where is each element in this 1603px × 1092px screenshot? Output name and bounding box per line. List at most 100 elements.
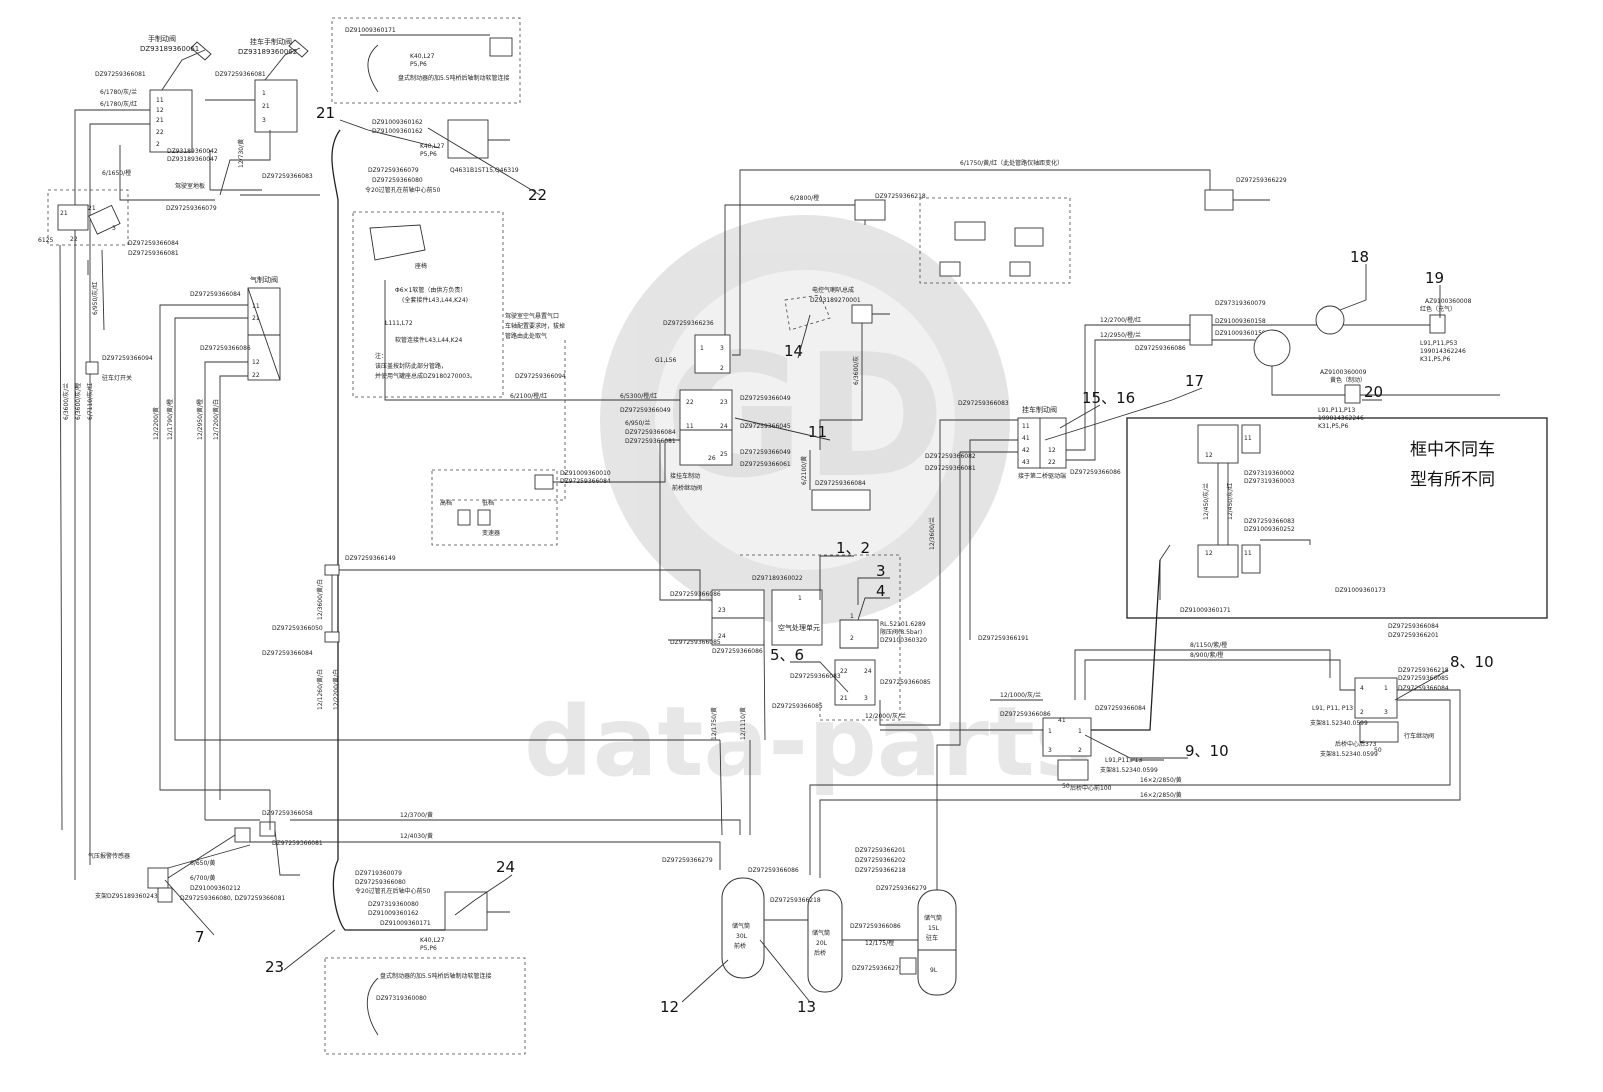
- svg-text:3: 3: [262, 117, 266, 124]
- lower-relay-valve: 22 24 21 3 DZ97259366083 DZ97259366085 D…: [772, 659, 931, 710]
- svg-text:11: 11: [252, 303, 260, 310]
- svg-text:DZ91009360158: DZ91009360158: [1215, 318, 1266, 325]
- svg-text:6/1780/灰/兰: 6/1780/灰/兰: [100, 88, 137, 96]
- svg-text:DZ91009360173: DZ91009360173: [1335, 587, 1386, 594]
- svg-text:12/7200/黄/白: 12/7200/黄/白: [212, 399, 220, 440]
- svg-text:21: 21: [88, 205, 96, 212]
- svg-text:DZ93189360042: DZ93189360042: [167, 148, 218, 155]
- svg-text:注：: 注：: [375, 352, 387, 360]
- svg-text:Φ6×1软管（由供方负责）: Φ6×1软管（由供方负责）: [395, 286, 466, 294]
- svg-text:型有所不同: 型有所不同: [1410, 470, 1495, 490]
- svg-text:DZ97259366085: DZ97259366085: [880, 679, 931, 686]
- svg-text:21: 21: [262, 103, 270, 110]
- svg-text:12/3700/黄: 12/3700/黄: [400, 811, 433, 819]
- air-processing-unit: 空气处理单元 1 DZ97189360022: [752, 575, 823, 646]
- svg-text:3: 3: [864, 695, 868, 702]
- svg-text:12/2950/黄/橙: 12/2950/黄/橙: [196, 399, 204, 440]
- svg-text:20: 20: [1364, 383, 1383, 401]
- svg-text:挂车制动阀: 挂车制动阀: [1022, 405, 1057, 414]
- svg-text:6/2100/橙/红: 6/2100/橙/红: [510, 392, 547, 400]
- svg-text:DZ97259366218: DZ97259366218: [875, 193, 926, 200]
- svg-text:DZ91009360171: DZ91009360171: [1180, 607, 1231, 614]
- svg-text:DZ97259366085: DZ97259366085: [772, 703, 823, 710]
- svg-text:DZ97259366084: DZ97259366084: [1398, 685, 1449, 692]
- svg-text:13: 13: [797, 998, 816, 1016]
- left-relay-block: 21 21 3 22 6125: [38, 189, 129, 246]
- svg-text:L111,L72: L111,L72: [385, 320, 413, 327]
- svg-text:DZ97259366085: DZ97259366085: [670, 639, 721, 646]
- svg-text:DZ97259366094: DZ97259366094: [515, 373, 566, 380]
- svg-text:DZ97319360002: DZ97319360002: [1244, 470, 1295, 477]
- svg-text:手制动阀: 手制动阀: [148, 34, 176, 43]
- tank-front-30l: 储气筒 30L 前桥 DZ97259366279 DZ97259366086: [662, 857, 799, 979]
- svg-text:高档: 高档: [440, 499, 452, 507]
- svg-text:储气筒: 储气筒: [732, 922, 750, 930]
- svg-text:2: 2: [1078, 747, 1082, 754]
- svg-text:6/5300/橙/红: 6/5300/橙/红: [620, 392, 657, 400]
- svg-text:支架81.52340.0599: 支架81.52340.0599: [1320, 750, 1378, 758]
- trailer-coupling-valve: DZ97319360079 DZ91009360158 DZ9725936608…: [1135, 300, 1430, 352]
- svg-text:41: 41: [1022, 435, 1030, 442]
- svg-text:DZ91009360010: DZ91009360010: [560, 470, 611, 477]
- tee-fitting-1: [324, 564, 340, 576]
- svg-text:26: 26: [708, 455, 716, 462]
- svg-text:22: 22: [686, 399, 694, 406]
- svg-text:12: 12: [156, 107, 164, 114]
- svg-text:DZ97259366081: DZ97259366081: [925, 465, 976, 472]
- svg-text:6/1650/橙: 6/1650/橙: [102, 169, 131, 177]
- svg-text:25: 25: [720, 451, 728, 458]
- svg-text:(全套接件L43,L44,K24): (全套接件L43,L44,K24): [402, 296, 468, 304]
- svg-text:20L: 20L: [816, 940, 828, 947]
- svg-text:L91,P11,P53: L91,P11,P53: [1420, 340, 1457, 347]
- svg-text:DZ97259366081: DZ97259366081: [625, 438, 676, 445]
- svg-text:12/2200/黄/白: 12/2200/黄/白: [332, 669, 340, 710]
- svg-text:DZ97259366079: DZ97259366079: [166, 205, 217, 212]
- svg-text:3: 3: [876, 562, 886, 580]
- svg-text:驾驶室地板: 驾驶室地板: [175, 182, 205, 190]
- svg-text:DZ91009360159: DZ91009360159: [1215, 330, 1266, 337]
- drain-valve: [899, 957, 917, 975]
- svg-text:DZ97259366084: DZ97259366084: [1388, 623, 1439, 630]
- svg-text:G1,L56: G1,L56: [655, 357, 677, 364]
- svg-text:限压阀(8.5bar): 限压阀(8.5bar): [880, 628, 922, 636]
- tank-rear-20l: 储气筒 20L 后桥 DZ97259366218 DZ97259366201 D…: [770, 847, 927, 993]
- svg-text:DZ97259366045: DZ97259366045: [740, 423, 791, 430]
- svg-text:AZ9100360009: AZ9100360009: [1320, 369, 1367, 376]
- svg-text:DZ93189360047: DZ93189360047: [167, 156, 218, 163]
- svg-text:24: 24: [720, 423, 728, 430]
- svg-text:23: 23: [718, 607, 726, 614]
- svg-text:15L: 15L: [928, 925, 940, 932]
- svg-text:前桥继动阀: 前桥继动阀: [672, 484, 702, 492]
- svg-text:DZ97319360080: DZ97319360080: [368, 901, 419, 908]
- svg-text:DZ91009360171: DZ91009360171: [380, 920, 431, 927]
- svg-text:5、6: 5、6: [770, 646, 804, 664]
- svg-text:DZ97259366191: DZ97259366191: [978, 635, 1029, 642]
- svg-text:6/950/兰: 6/950/兰: [625, 419, 650, 427]
- svg-text:软管连接件L43,L44,K24: 软管连接件L43,L44,K24: [395, 336, 463, 344]
- svg-text:DZ93189270001: DZ93189270001: [810, 297, 861, 304]
- svg-text:19: 19: [1425, 269, 1444, 287]
- svg-text:12/3600/兰: 12/3600/兰: [928, 517, 936, 550]
- svg-text:3: 3: [1048, 747, 1052, 754]
- svg-text:6/1750/黄/红（此处管路仅轴距变化）: 6/1750/黄/红（此处管路仅轴距变化）: [960, 159, 1063, 167]
- svg-text:23: 23: [720, 399, 728, 406]
- svg-text:DZ97259366083: DZ97259366083: [1244, 518, 1295, 525]
- svg-text:DZ97259366049: DZ97259366049: [620, 407, 671, 414]
- svg-text:2: 2: [1360, 709, 1364, 716]
- svg-text:DZ97259366218: DZ97259366218: [1398, 667, 1449, 674]
- svg-text:21: 21: [60, 210, 68, 217]
- svg-text:4: 4: [876, 582, 886, 600]
- svg-text:2: 2: [720, 365, 724, 372]
- svg-text:DZ91009360162: DZ91009360162: [372, 119, 423, 126]
- svg-text:DZ97259366085: DZ97259366085: [1398, 675, 1449, 682]
- svg-text:前桥: 前桥: [734, 942, 746, 950]
- svg-text:DZ97319360079: DZ97319360079: [1215, 300, 1266, 307]
- svg-text:22: 22: [528, 186, 547, 204]
- svg-text:9L: 9L: [930, 967, 938, 974]
- svg-text:气制动阀: 气制动阀: [250, 275, 278, 284]
- svg-text:DZ97259366080: DZ97259366080: [355, 879, 406, 886]
- svg-text:6125: 6125: [38, 237, 53, 244]
- svg-text:6/650/黄: 6/650/黄: [190, 859, 215, 867]
- svg-text:DZ97259366149: DZ97259366149: [345, 555, 396, 562]
